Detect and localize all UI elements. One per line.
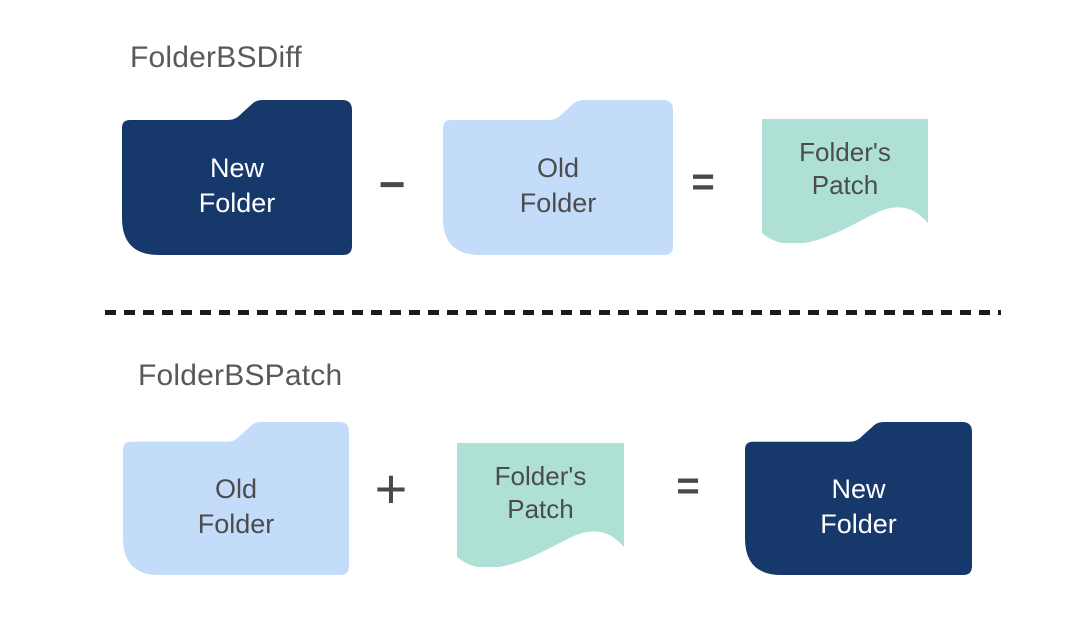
folder-icon bbox=[443, 100, 673, 255]
folders-patch-shape: Folder's Patch bbox=[762, 119, 928, 243]
old-folder-shape: Old Folder bbox=[443, 100, 673, 255]
folders-patch-bottom-label-line1: Folder's bbox=[494, 460, 587, 491]
old-folder-label-line1: Old bbox=[536, 152, 580, 183]
new-folder-label: New Folder bbox=[122, 100, 352, 255]
folders-patch-label-line1: Folder's bbox=[799, 136, 891, 167]
new-folder-shape-bottom: New Folder bbox=[745, 422, 972, 575]
folderbsdiff-title: FolderBSDiff bbox=[130, 41, 302, 74]
folderbspatch-title: FolderBSPatch bbox=[138, 359, 343, 392]
folders-patch-label: Folder's Patch bbox=[762, 119, 928, 243]
folders-patch-label-line2: Patch bbox=[811, 170, 879, 200]
equals-icon: = bbox=[691, 160, 715, 204]
new-folder-bottom-label-line1: New bbox=[831, 473, 886, 504]
patch-document-icon bbox=[762, 119, 928, 243]
plus-icon: + bbox=[374, 457, 408, 520]
old-folder-shape-bottom: Old Folder bbox=[123, 422, 349, 575]
patch-document-icon bbox=[457, 443, 624, 567]
dashed-divider bbox=[105, 310, 1001, 315]
equals-icon-bottom: = bbox=[676, 464, 700, 508]
new-folder-bottom-label-line2: Folder bbox=[820, 508, 897, 539]
old-folder-bottom-label-line2: Folder bbox=[197, 508, 275, 539]
new-folder-shape: New Folder bbox=[122, 100, 352, 255]
old-folder-label-line2: Folder bbox=[519, 187, 597, 218]
new-folder-bottom-label: New Folder bbox=[745, 422, 972, 575]
folders-patch-bottom-label-line2: Patch bbox=[507, 494, 574, 524]
new-folder-label-line1: New bbox=[209, 152, 264, 183]
folder-icon bbox=[745, 422, 972, 575]
old-folder-label: Old Folder bbox=[443, 100, 673, 255]
old-folder-bottom-label-line1: Old bbox=[214, 473, 258, 504]
old-folder-bottom-label: Old Folder bbox=[123, 422, 349, 575]
folders-patch-bottom-label: Folder's Patch bbox=[457, 443, 624, 567]
new-folder-label-line2: Folder bbox=[198, 187, 276, 218]
minus-icon: − bbox=[378, 158, 406, 210]
folder-icon bbox=[123, 422, 349, 575]
folders-patch-shape-bottom: Folder's Patch bbox=[457, 443, 624, 567]
folder-icon bbox=[122, 100, 352, 255]
